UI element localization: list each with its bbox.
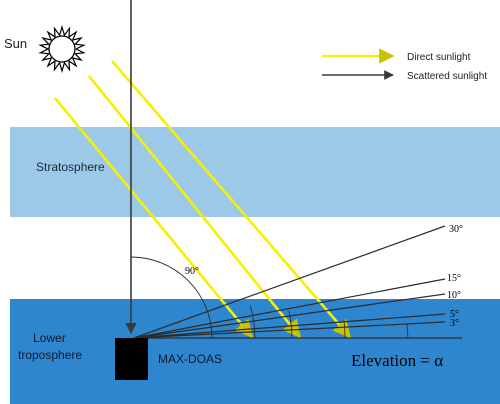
max-doas-instrument: [115, 338, 148, 380]
legend: Direct sunlight Scattered sunlight: [322, 48, 487, 82]
legend-direct-label: Direct sunlight: [407, 52, 471, 63]
angle-label-15: 15°: [447, 273, 461, 284]
angle-label-3: 3°: [450, 318, 459, 329]
elevation-ray-3: [133, 321, 446, 339]
angle-label-10: 10°: [447, 290, 461, 301]
stratosphere-label: Stratosphere: [36, 160, 105, 174]
legend-scattered-label: Scattered sunlight: [407, 71, 487, 82]
elevation-ray-15: [133, 278, 446, 339]
zenith-angle-arc: [130, 256, 213, 339]
instrument-label: MAX-DOAS: [158, 352, 222, 366]
sun-icon: [38, 24, 86, 74]
angle-label-5: 5°: [450, 309, 459, 320]
direct-sunlight-ray-2: [87, 75, 302, 339]
angle-label-90: 90°: [185, 266, 199, 277]
elevation-ray-5: [133, 313, 446, 339]
elevation-label: Elevation = α: [351, 351, 443, 370]
elevation-ray-10: [133, 293, 446, 339]
elevation-angle-arcs: [249, 304, 409, 339]
lower-troposphere-label-line1: Lower: [33, 331, 66, 345]
sun-label: Sun: [4, 36, 27, 51]
elevation-ray-30: [133, 225, 446, 339]
direct-sunlight-ray-1: [53, 97, 254, 339]
direct-sunlight-ray-3: [111, 60, 352, 339]
angle-label-30: 30°: [449, 224, 463, 235]
lower-troposphere-label-line2: troposphere: [18, 348, 82, 362]
